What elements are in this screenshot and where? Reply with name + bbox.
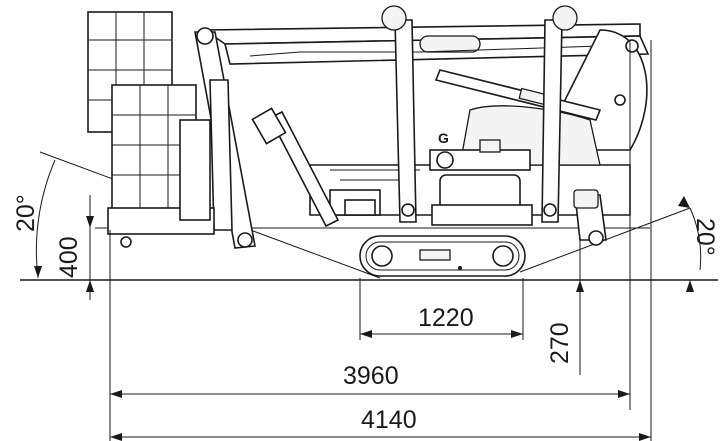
right-angle-arc [689,207,702,271]
right-arc-arrow-top [678,196,690,208]
machine-outline: G [87,5,650,277]
frame-length-label: 3960 [343,362,399,390]
track-length-label: 1220 [418,304,474,332]
platform-height-label: 400 [55,236,83,278]
left-arc-arrow [34,266,42,278]
overall-length-label: 4140 [361,406,417,434]
left-angle-label: 20° [12,194,40,232]
right-angle-label: 20° [691,218,719,256]
left-angle-arc [35,159,56,279]
ground-clearance-label: 270 [546,322,574,364]
cog-label: G [438,130,449,146]
right-arc-arrow-bottom [686,280,694,292]
